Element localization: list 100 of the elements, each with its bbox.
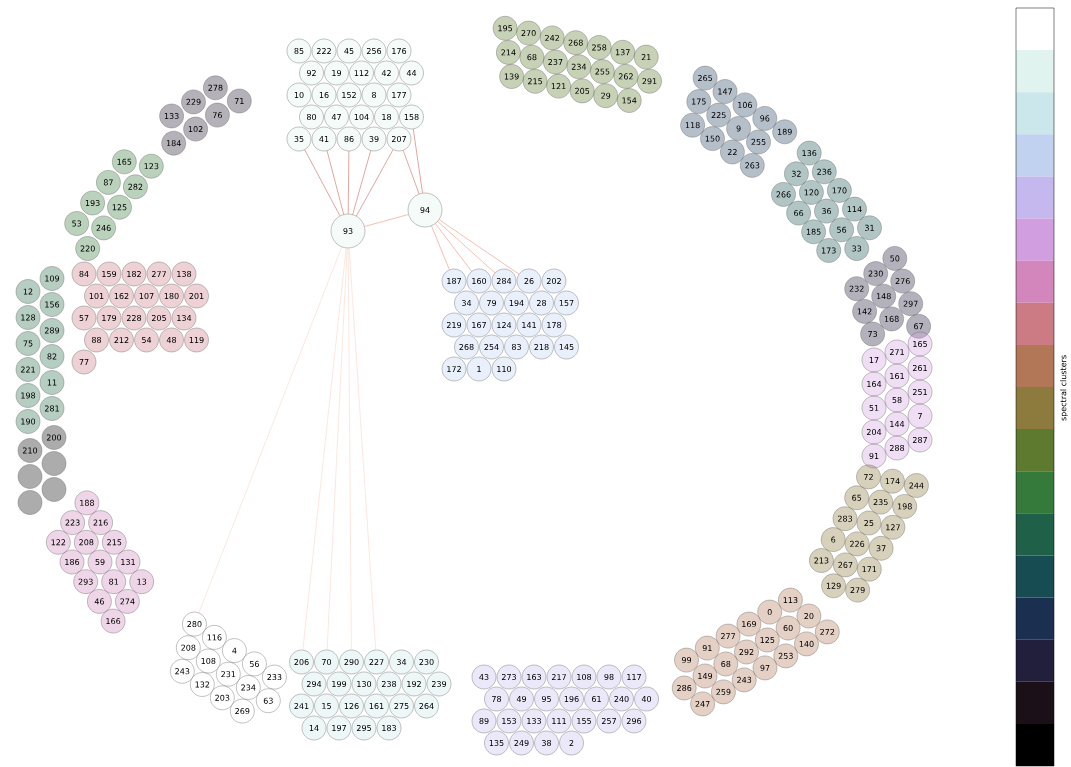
network-node: 18: [374, 104, 399, 130]
network-node: 165: [907, 331, 933, 357]
network-node: 244: [904, 473, 929, 498]
network-node: 227: [364, 649, 389, 675]
network-node: 292: [734, 639, 759, 665]
network-node: 253: [773, 643, 798, 669]
network-node: 38: [534, 730, 559, 756]
network-node: 184: [161, 131, 186, 156]
network-node: 257: [596, 708, 622, 734]
network-node: 277: [146, 261, 172, 287]
network-node: 267: [833, 552, 858, 578]
network-node: 188: [74, 490, 100, 516]
network-node: 136: [797, 140, 822, 166]
network-node: 259: [711, 679, 736, 705]
network-node: 160: [466, 268, 492, 294]
network-node: 34: [389, 649, 414, 675]
network-node: 165: [112, 149, 137, 174]
network-node: 226: [844, 531, 870, 557]
network-node: 225: [706, 102, 731, 128]
network-node: 84: [71, 261, 97, 287]
network-node: 130: [351, 671, 377, 697]
edge-line: [364, 214, 409, 227]
network-node: 265: [692, 65, 718, 91]
network-node: 98: [596, 664, 622, 690]
network-node: 270: [516, 20, 541, 46]
edge-line: [326, 150, 344, 215]
network-node: 206: [289, 649, 314, 675]
network-node: 167: [466, 312, 492, 338]
network-node: 215: [522, 69, 548, 94]
network-node: 12: [15, 279, 41, 304]
network-node: 122: [46, 530, 71, 555]
network-node: 0: [757, 599, 782, 625]
network-node: 8: [361, 82, 387, 108]
network-node: 37: [868, 536, 894, 561]
edge-line: [402, 150, 420, 195]
network-node: 205: [146, 305, 172, 331]
network-node: 237: [543, 49, 568, 75]
network-node: 173: [816, 238, 841, 263]
network-node: 96: [752, 106, 777, 131]
network-node: 116: [202, 625, 227, 650]
network-node: 78: [484, 686, 509, 712]
network-node: 34: [454, 290, 479, 316]
network-node: 85: [286, 38, 312, 64]
network-node: 274: [115, 589, 140, 614]
network-node: 197: [326, 715, 352, 741]
edge-line: [302, 247, 347, 651]
network-node: [17, 464, 43, 489]
network-node: 127: [880, 515, 906, 540]
network-node: 234: [236, 675, 261, 700]
network-node: 81: [101, 569, 126, 594]
network-node: 296: [621, 708, 647, 734]
network-node: 7: [907, 403, 933, 429]
network-node: 121: [546, 73, 571, 99]
network-node: 287: [907, 427, 933, 453]
network-node: 271: [884, 339, 910, 365]
network-node: 42: [374, 60, 399, 86]
network-node: 149: [692, 663, 718, 689]
network-node: 276: [890, 268, 915, 294]
network-node: 243: [732, 667, 757, 693]
network-node: 1: [466, 356, 492, 382]
network-node: 134: [171, 305, 197, 331]
edge-line: [347, 150, 350, 215]
edge-line: [304, 149, 341, 217]
network-node: 13: [129, 569, 154, 594]
network-node: 187: [441, 268, 467, 294]
network-node: [41, 451, 67, 476]
network-node: 86: [336, 126, 362, 152]
network-node: 163: [521, 664, 547, 690]
network-node: 182: [121, 261, 147, 287]
network-node: 273: [496, 664, 522, 690]
network-node: 229: [181, 89, 206, 115]
network-node: 48: [159, 327, 184, 353]
network-node: 31: [857, 215, 882, 240]
network-node: 168: [879, 306, 904, 332]
network-node: 205: [570, 78, 595, 104]
network-node: 133: [521, 708, 547, 734]
network-node: 108: [571, 664, 597, 690]
network-node: 20: [796, 603, 822, 629]
network-node: 117: [621, 664, 647, 690]
network-node: 258: [587, 35, 612, 60]
network-node: 39: [361, 126, 387, 152]
network-node: 268: [454, 334, 479, 360]
network-node: 120: [799, 180, 824, 205]
network-node: 95: [534, 686, 559, 712]
network-node: 101: [84, 283, 109, 309]
network-node: 53: [64, 211, 89, 236]
network-node: 278: [203, 75, 228, 100]
network-node: 45: [336, 38, 362, 64]
network-node: [41, 477, 67, 502]
network-node: 234: [566, 54, 592, 79]
network-node: 58: [884, 387, 910, 413]
network-node: 9: [726, 116, 751, 141]
network-node: 147: [712, 79, 738, 104]
network-node: 60: [775, 615, 801, 641]
network-node: 51: [861, 395, 887, 421]
edge-line: [437, 221, 496, 274]
edge-line: [347, 247, 352, 651]
network-node: 6: [821, 527, 846, 552]
edge-line: [326, 247, 348, 651]
network-node: 255: [746, 129, 771, 155]
